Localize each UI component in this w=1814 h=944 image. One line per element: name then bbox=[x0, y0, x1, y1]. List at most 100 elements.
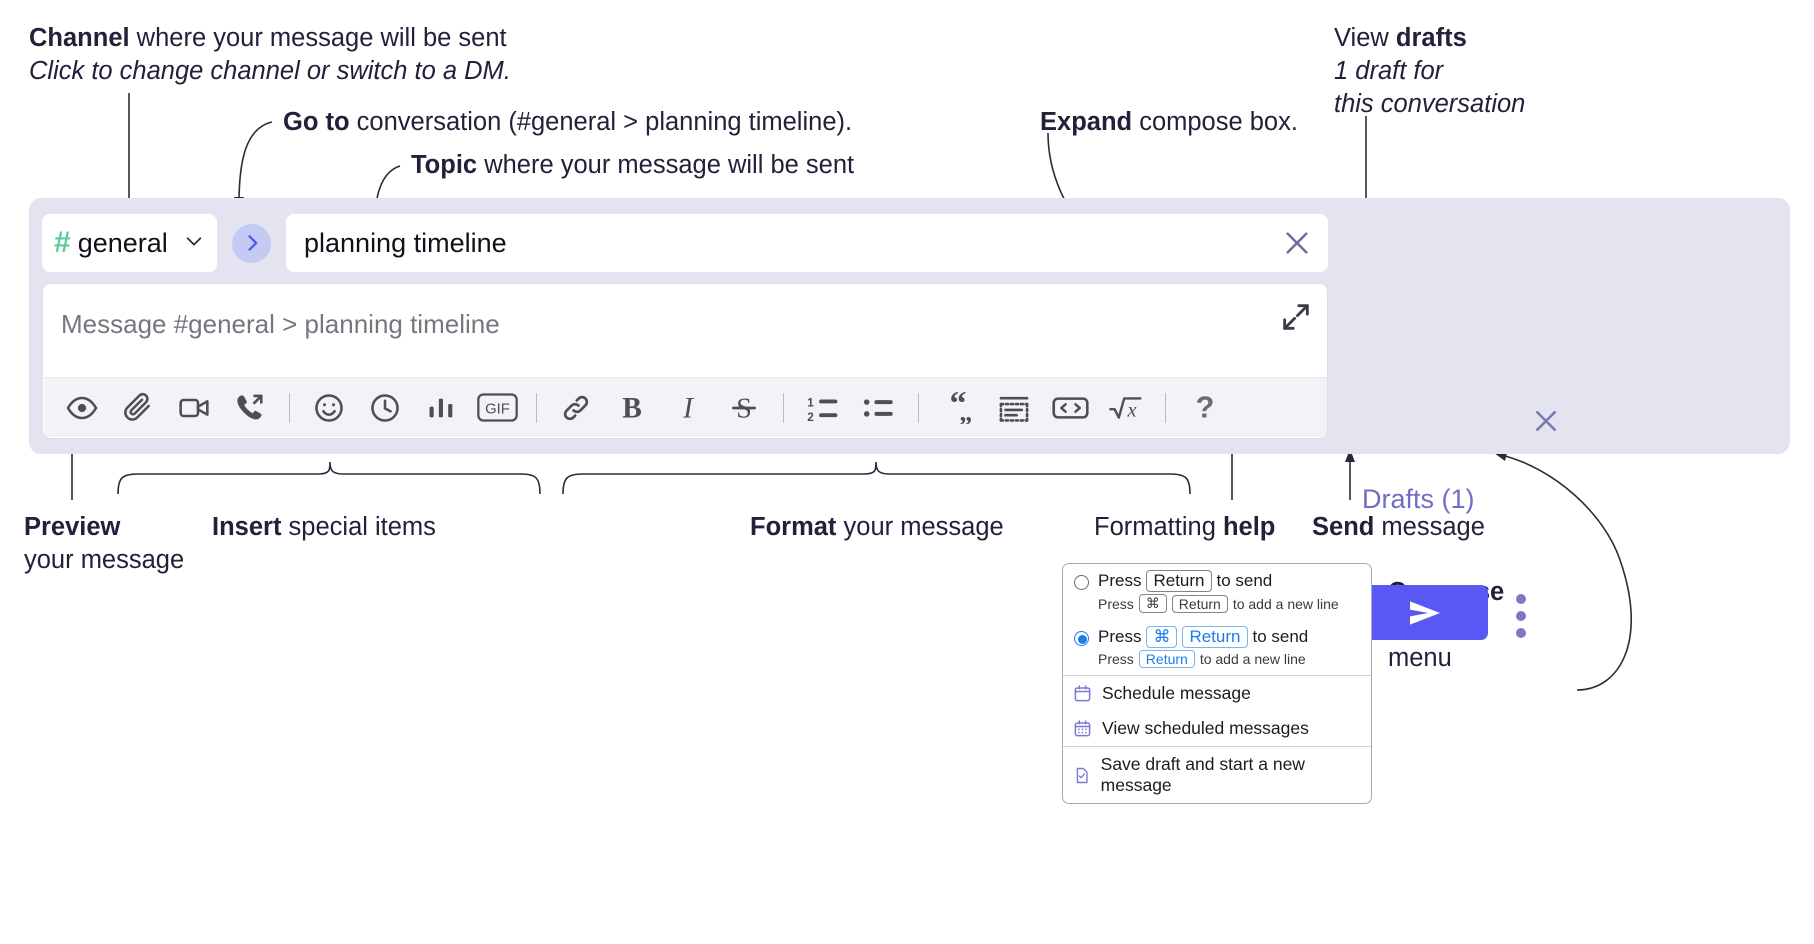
annotation-send: Send message bbox=[1312, 511, 1485, 544]
send-button[interactable] bbox=[1362, 585, 1488, 640]
chevron-right-icon bbox=[247, 235, 257, 251]
radio-button[interactable] bbox=[1074, 575, 1089, 590]
option-return-to-send[interactable]: Press Return to send bbox=[1063, 564, 1371, 592]
annotation-help: Formatting help bbox=[1094, 511, 1275, 544]
annotation-preview-line2: your message bbox=[24, 546, 185, 575]
bulleted-list-icon[interactable] bbox=[851, 380, 907, 436]
toolbar-separator bbox=[289, 392, 290, 423]
option-cmd-return-to-send[interactable]: Press ⌘ Return to send bbox=[1063, 620, 1371, 648]
annotation-help-pre: Formatting bbox=[1094, 513, 1223, 541]
key-command: ⌘ bbox=[1146, 626, 1178, 648]
annotation-insert-rest: special items bbox=[281, 513, 436, 541]
annotation-expand-bold: Expand bbox=[1040, 108, 1133, 136]
menu-item-label: Save draft and start a new message bbox=[1100, 754, 1305, 795]
option-main-post: to send bbox=[1216, 571, 1273, 590]
preview-icon[interactable] bbox=[54, 380, 110, 436]
calendar-grid-icon bbox=[1074, 720, 1091, 737]
code-block-icon[interactable] bbox=[986, 380, 1042, 436]
annotation-preview: Preview your message bbox=[24, 511, 184, 577]
message-editor[interactable]: Message #general > planning timeline bbox=[42, 283, 1328, 439]
compose-options-menu-button[interactable] bbox=[1508, 593, 1534, 639]
annotation-expand: Expand compose box. bbox=[1040, 106, 1298, 139]
toolbar-separator bbox=[1165, 392, 1166, 423]
kebab-menu-icon bbox=[1516, 628, 1526, 638]
key-return: Return bbox=[1171, 594, 1228, 613]
annotation-drafts-italic1: 1 draft for bbox=[1334, 57, 1444, 86]
math-icon[interactable]: x bbox=[1098, 380, 1154, 436]
blockquote-icon[interactable]: “„ bbox=[930, 380, 986, 436]
option-sub-return: Press ⌘ Return to add a new line bbox=[1063, 592, 1371, 620]
annotation-topic-rest: where your message will be sent bbox=[477, 151, 855, 179]
strikethrough-icon[interactable]: S bbox=[716, 380, 772, 436]
channel-selector[interactable]: # general bbox=[42, 214, 217, 272]
annotation-format-rest: your message bbox=[836, 513, 1004, 541]
svg-text:x: x bbox=[1126, 399, 1136, 421]
link-icon[interactable] bbox=[548, 380, 604, 436]
annotation-drafts-pre: View bbox=[1334, 24, 1396, 52]
clock-icon[interactable] bbox=[357, 380, 413, 436]
video-icon[interactable] bbox=[166, 380, 222, 436]
key-return: Return bbox=[1138, 650, 1195, 668]
goto-conversation-button[interactable] bbox=[232, 223, 271, 263]
audio-call-icon[interactable] bbox=[222, 380, 278, 436]
close-icon[interactable] bbox=[1280, 226, 1314, 260]
topic-value: planning timeline bbox=[304, 227, 507, 258]
menu-divider bbox=[1063, 746, 1371, 747]
message-placeholder: Message #general > planning timeline bbox=[61, 309, 500, 339]
option-sub-post: to add a new line bbox=[1199, 651, 1306, 667]
annotation-compose-rest: menu bbox=[1388, 644, 1452, 673]
expand-arrows-icon[interactable] bbox=[1279, 300, 1313, 334]
poll-icon[interactable] bbox=[413, 380, 469, 436]
radio-button-selected[interactable] bbox=[1074, 631, 1089, 646]
bold-icon[interactable]: B bbox=[604, 380, 660, 436]
svg-text:?: ? bbox=[1196, 392, 1215, 424]
gif-icon[interactable]: GIF bbox=[469, 380, 525, 436]
menu-item-view-scheduled-messages[interactable]: View scheduled messages bbox=[1063, 711, 1371, 746]
kebab-menu-icon bbox=[1516, 594, 1526, 604]
annotation-goto: Go to conversation (#general > planning … bbox=[283, 106, 852, 139]
annotation-drafts-bold: drafts bbox=[1395, 24, 1467, 52]
attachment-icon[interactable] bbox=[110, 380, 166, 436]
destination-row: # general planning timeline bbox=[42, 213, 1328, 273]
svg-text:“: “ bbox=[950, 392, 967, 423]
annotation-drafts-italic2: this conversation bbox=[1334, 90, 1526, 119]
kebab-menu-icon bbox=[1516, 611, 1526, 621]
svg-text:2: 2 bbox=[807, 411, 814, 424]
option-sub-cmd-return: Press Return to add a new line bbox=[1063, 648, 1371, 675]
toolbar-separator bbox=[536, 392, 537, 423]
key-command: ⌘ bbox=[1138, 594, 1167, 613]
svg-text:„: „ bbox=[959, 398, 972, 424]
emoji-icon[interactable] bbox=[301, 380, 357, 436]
annotation-topic: Topic where your message will be sent bbox=[411, 149, 854, 182]
formatting-toolbar: GIF B I S 12 “„ bbox=[44, 377, 1327, 437]
option-sub-pre: Press bbox=[1098, 651, 1134, 667]
annotation-drafts: View drafts 1 draft for this conversatio… bbox=[1334, 22, 1525, 121]
help-icon[interactable]: ? bbox=[1177, 380, 1233, 436]
menu-divider bbox=[1063, 675, 1371, 676]
menu-item-schedule-message[interactable]: Schedule message bbox=[1063, 676, 1371, 711]
menu-item-label: Schedule message bbox=[1102, 683, 1251, 703]
svg-text:GIF: GIF bbox=[485, 402, 510, 418]
send-icon bbox=[1410, 600, 1440, 625]
annotation-insert-bold: Insert bbox=[212, 513, 282, 541]
key-return: Return bbox=[1182, 626, 1248, 648]
annotation-format: Format your message bbox=[750, 511, 1004, 544]
option-main-pre: Press bbox=[1098, 571, 1142, 590]
menu-item-save-draft[interactable]: Save draft and start a new message bbox=[1063, 747, 1371, 803]
annotation-preview-bold: Preview bbox=[24, 513, 121, 541]
annotation-channel-rest: where your message will be sent bbox=[129, 24, 507, 52]
annotation-help-bold: help bbox=[1222, 513, 1276, 541]
option-sub-pre: Press bbox=[1098, 595, 1134, 612]
topic-field[interactable]: planning timeline bbox=[286, 214, 1328, 272]
italic-icon[interactable]: I bbox=[660, 380, 716, 436]
channel-name: general bbox=[77, 227, 168, 258]
option-main-pre: Press bbox=[1098, 627, 1142, 646]
drafts-link[interactable]: Drafts (1) bbox=[1362, 484, 1475, 514]
close-icon[interactable] bbox=[1531, 406, 1561, 436]
svg-text:I: I bbox=[682, 392, 694, 424]
code-icon[interactable] bbox=[1042, 380, 1098, 436]
key-return: Return bbox=[1146, 570, 1212, 592]
menu-item-label: View scheduled messages bbox=[1102, 718, 1309, 738]
